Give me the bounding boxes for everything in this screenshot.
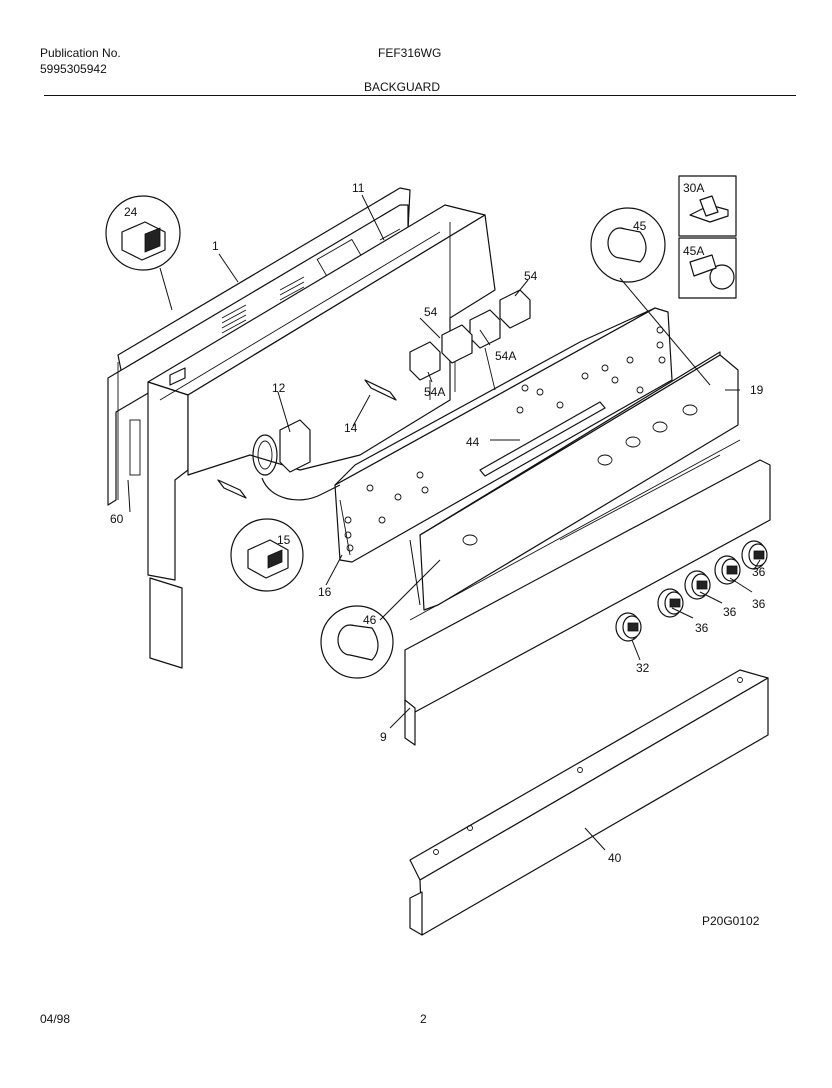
- callout-24: 24: [124, 205, 138, 219]
- front-overlay: [419, 351, 739, 611]
- detail-45A: [678, 237, 737, 299]
- callout-14: 14: [344, 421, 358, 435]
- terminal-14: [364, 379, 397, 401]
- model-number: FEF316WG: [378, 46, 442, 60]
- callout-36-a: 36: [695, 621, 709, 635]
- callout-30A: 30A: [683, 181, 704, 195]
- control-panel: [334, 307, 673, 563]
- callout-44: 44: [466, 435, 480, 449]
- oven-thermostat: [217, 419, 341, 501]
- callout-16: 16: [318, 585, 332, 599]
- leader-lines: [127, 194, 761, 851]
- callout-36-c: 36: [752, 597, 766, 611]
- callout-12: 12: [272, 381, 286, 395]
- detail-24: [105, 195, 181, 271]
- callout-54-a: 54: [524, 269, 538, 283]
- lower-trim: [409, 669, 769, 936]
- callout-54A-b: 54A: [424, 385, 445, 399]
- callout-15: 15: [277, 533, 291, 547]
- section-title: BACKGUARD: [364, 80, 441, 94]
- callout-labels: 1 9 11 12 14 15 16 19 24 30A 32 36 36 36…: [110, 181, 766, 865]
- infinite-switches: [409, 289, 531, 400]
- callout-54-b: 54: [424, 305, 438, 319]
- knob-36-d: [741, 540, 768, 570]
- knob-36-c: [714, 555, 741, 585]
- backguard-housing: [147, 204, 496, 669]
- footer-date: 04/98: [40, 1012, 71, 1026]
- page-number: 2: [420, 1012, 427, 1026]
- callout-46: 46: [363, 613, 377, 627]
- callout-11: 11: [352, 181, 365, 195]
- callout-45: 45: [633, 219, 647, 233]
- knob-36-a: [657, 588, 684, 618]
- knob-32: [615, 612, 642, 642]
- detail-46-top: [590, 207, 666, 283]
- callout-32: 32: [636, 661, 650, 675]
- knobs: [615, 540, 768, 642]
- detail-30A: [678, 175, 737, 237]
- callout-9: 9: [380, 730, 387, 744]
- panel-trim: [404, 439, 771, 746]
- callout-19: 19: [750, 383, 764, 397]
- callout-54A-a: 54A: [495, 349, 516, 363]
- callout-60: 60: [110, 512, 124, 526]
- callout-1: 1: [212, 239, 219, 253]
- detail-46-bottom: [320, 605, 394, 679]
- callout-36-b: 36: [723, 605, 737, 619]
- publication-number: 5995305942: [40, 62, 107, 76]
- figure-code: P20G0102: [702, 914, 760, 928]
- callout-40: 40: [608, 851, 622, 865]
- detail-15: [230, 518, 304, 592]
- knob-36-b: [684, 570, 711, 600]
- publication-label: Publication No.: [40, 46, 121, 60]
- callout-45A: 45A: [683, 244, 704, 258]
- callout-36-d: 36: [752, 565, 766, 579]
- header-rule: [44, 95, 796, 96]
